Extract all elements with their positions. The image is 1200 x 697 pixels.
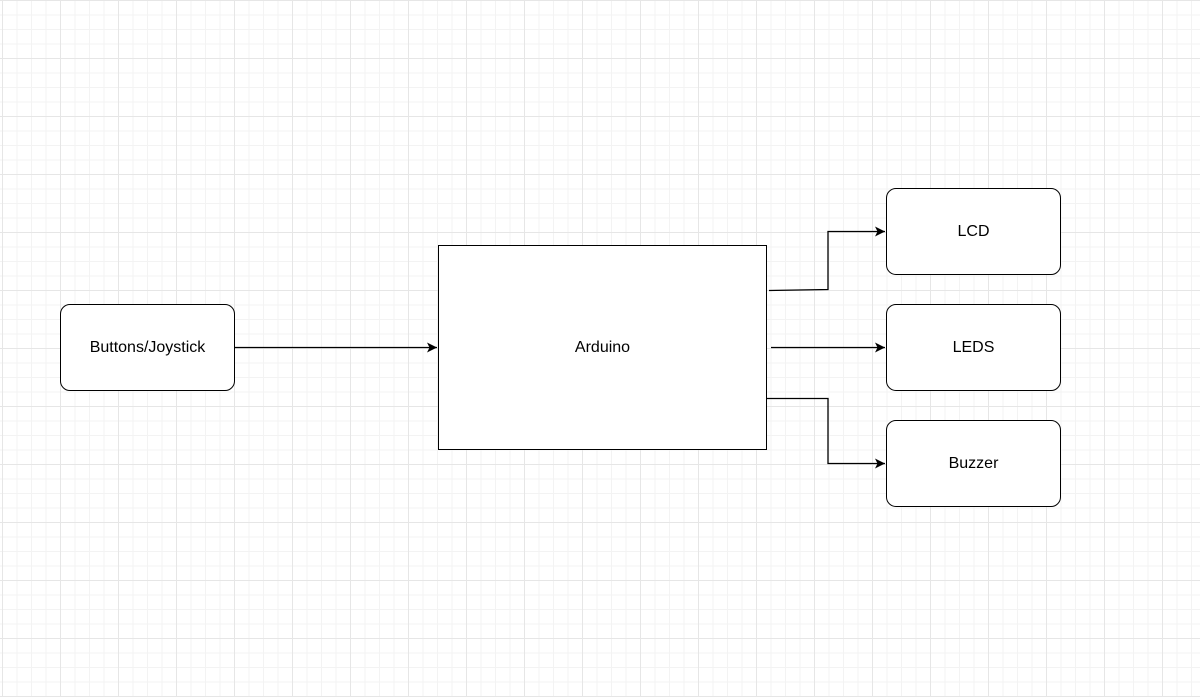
edge-arduino-to-lcd[interactable] <box>768 226 885 292</box>
arduino-node[interactable]: Arduino <box>438 245 767 450</box>
edge-arduino-to-buzzer[interactable] <box>767 397 885 469</box>
input-node-label: Buttons/Joystick <box>89 338 206 356</box>
leds-node-label: LEDS <box>952 338 995 356</box>
lcd-node-label: LCD <box>957 222 990 240</box>
arduino-node-label: Arduino <box>574 338 631 356</box>
input-node[interactable]: Buttons/Joystick <box>60 304 235 391</box>
buzzer-node[interactable]: Buzzer <box>886 420 1061 507</box>
lcd-node[interactable]: LCD <box>886 188 1061 275</box>
buzzer-node-label: Buzzer <box>948 454 999 472</box>
leds-node[interactable]: LEDS <box>886 304 1061 391</box>
